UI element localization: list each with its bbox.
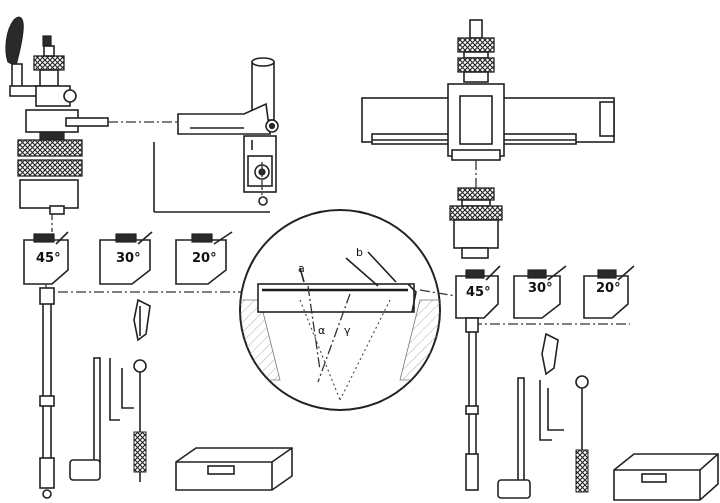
right-angle-jig-45: 45° (455, 265, 501, 319)
detail-label-alpha: α (318, 324, 325, 337)
left-storage-box (175, 447, 293, 491)
left-angle-jig-45: 45° (23, 231, 69, 285)
left-blade (133, 298, 151, 342)
left-chuck-assembly (5, 16, 109, 232)
left-allen-keys (69, 357, 134, 481)
detail-label-b: b (356, 246, 363, 259)
lever-handle (5, 16, 47, 97)
right-jig-label-20: 20° (596, 281, 621, 296)
clamp-screw (33, 35, 65, 87)
right-long-rod (465, 317, 479, 491)
jig-label-30: 30° (116, 251, 141, 266)
left-angle-jig-30: 30° (99, 231, 153, 285)
right-angle-jig-20: 20° (583, 265, 635, 319)
right-jig-label-30: 30° (528, 281, 553, 296)
right-allen-keys (497, 377, 564, 499)
right-blade (541, 332, 559, 376)
knurled-ring-lower (17, 159, 83, 177)
knurled-ring-upper (17, 139, 83, 157)
jig-label-20: 20° (192, 251, 217, 266)
right-storage-box (613, 453, 719, 501)
detail-magnifier: a b α γ (239, 209, 441, 411)
right-top-knob (457, 19, 495, 83)
right-spring-rod (575, 375, 589, 493)
right-chuck (449, 187, 503, 259)
left-spring-rod (133, 359, 147, 482)
angle-bracket (177, 57, 279, 206)
holder-block (19, 179, 79, 209)
right-angle-jig-30: 30° (513, 265, 567, 319)
left-long-rod (39, 287, 55, 499)
detail-label-gamma: γ (344, 324, 351, 337)
jig-label-45: 45° (36, 251, 61, 266)
detail-label-a: a (298, 262, 305, 275)
right-jig-label-45: 45° (466, 285, 491, 300)
right-horizontal-bar (361, 83, 615, 161)
left-angle-jig-20: 20° (175, 231, 233, 285)
